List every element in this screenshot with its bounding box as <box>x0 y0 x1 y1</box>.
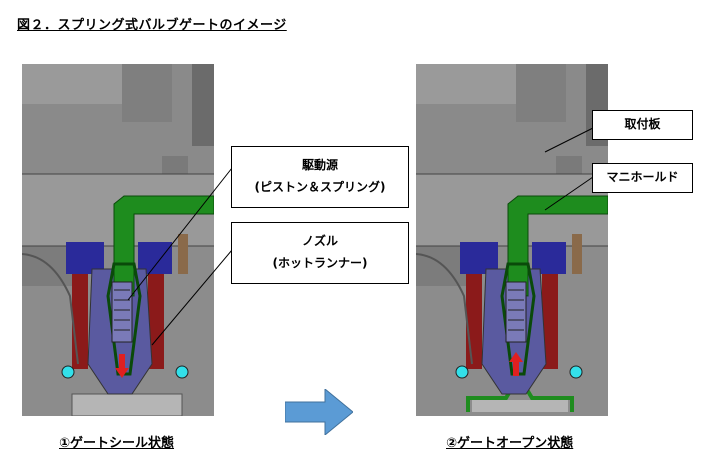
callout-manifold: マニホールド <box>592 163 693 193</box>
callout-mounting-plate: 取付板 <box>592 110 693 140</box>
transition-arrow-icon <box>285 389 353 435</box>
callout-mounting-plate-label: 取付板 <box>624 117 661 132</box>
callout-actuator-line2: (ピストン＆スプリング) <box>254 180 386 194</box>
piston-spring <box>505 281 527 343</box>
caption-gate-open: ②ゲートオープン状態 <box>446 436 574 451</box>
callout-manifold-label: マニホールド <box>606 170 679 185</box>
callout-actuator-line1: 駆動源 <box>301 158 338 173</box>
gate-open-diagram <box>416 64 608 416</box>
pin-arrow-down <box>115 354 129 378</box>
caption-gate-sealed: ①ゲートシール状態 <box>59 436 175 451</box>
pin-arrow-up <box>509 352 523 376</box>
cooling-channel <box>569 365 583 379</box>
piston-spring <box>111 281 133 343</box>
cooling-channel <box>455 365 469 379</box>
callout-actuator: 駆動源 (ピストン＆スプリング) <box>231 146 409 208</box>
callout-nozzle-line1: ノズル <box>301 234 338 249</box>
cooling-channel <box>61 365 75 379</box>
callout-nozzle: ノズル (ホットランナー) <box>231 222 409 284</box>
cooling-channel <box>175 365 189 379</box>
gate-sealed-diagram <box>22 64 214 416</box>
callout-nozzle-line2: (ホットランナー) <box>272 256 368 270</box>
figure-title: 図２．スプリング式バルブゲートのイメージ <box>17 18 287 33</box>
